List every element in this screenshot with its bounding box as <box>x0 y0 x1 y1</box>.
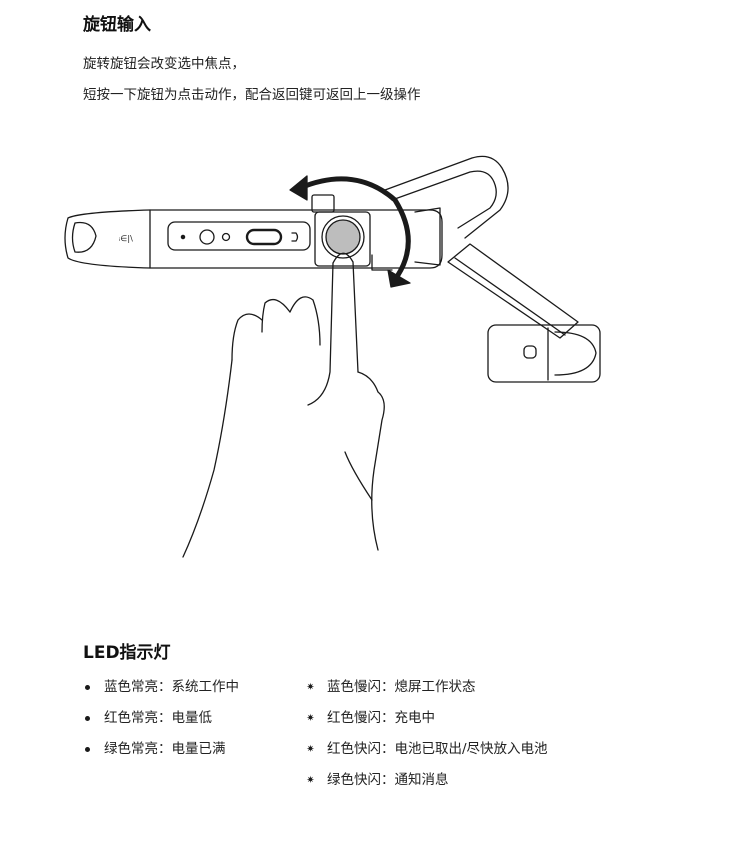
flash-burst-icon: ✷ <box>306 682 315 693</box>
led-status-text: 红色常亮：电量低 <box>104 710 212 726</box>
list-item: ✷ 蓝色慢闪：熄屏工作状态 <box>306 672 548 703</box>
bullet-dot-icon <box>85 685 90 690</box>
knob-usage-illustration: ᵢ∈|\ <box>64 155 601 558</box>
list-item: 蓝色常亮：系统工作中 <box>85 672 239 703</box>
led-steady-list: 蓝色常亮：系统工作中 红色常亮：电量低 绿色常亮：电量已满 <box>85 672 239 765</box>
led-section-title: LED指示灯 <box>83 643 171 663</box>
knob-section-title: 旋钮输入 <box>83 15 151 35</box>
bullet-dot-icon <box>85 716 90 721</box>
led-status-text: 绿色快闪：通知消息 <box>327 772 449 788</box>
flash-burst-icon: ✷ <box>306 713 315 724</box>
hand-pressing-knob-illustration <box>182 252 385 558</box>
led-status-text: 蓝色常亮：系统工作中 <box>104 679 239 695</box>
led-status-text: 红色慢闪：充电中 <box>327 710 435 726</box>
flash-burst-icon: ✷ <box>306 775 315 786</box>
svg-text:ᵢ∈|\: ᵢ∈|\ <box>119 234 133 243</box>
led-status-text: 红色快闪：电池已取出/尽快放入电池 <box>327 741 548 757</box>
led-status-text: 绿色常亮：电量已满 <box>104 741 226 757</box>
led-flash-list: ✷ 蓝色慢闪：熄屏工作状态 ✷ 红色慢闪：充电中 ✷ 红色快闪：电池已取出/尽快… <box>306 672 548 796</box>
headband-strap-illustration <box>384 155 509 239</box>
camera-module-illustration <box>447 243 601 383</box>
list-item: ✷ 绿色快闪：通知消息 <box>306 765 548 796</box>
rotation-arrow-icon <box>289 175 411 288</box>
flash-burst-icon: ✷ <box>306 744 315 755</box>
list-item: 绿色常亮：电量已满 <box>85 734 239 765</box>
list-item: ✷ 红色慢闪：充电中 <box>306 703 548 734</box>
list-item: ✷ 红色快闪：电池已取出/尽快放入电池 <box>306 734 548 765</box>
knob-rotate-description: 旋转旋钮会改变选中焦点， <box>83 56 245 72</box>
device-body-illustration: ᵢ∈|\ <box>64 194 443 271</box>
led-status-text: 蓝色慢闪：熄屏工作状态 <box>327 679 476 695</box>
knob-press-description: 短按一下旋钮为点击动作，配合返回键可返回上一级操作 <box>83 87 421 103</box>
list-item: 红色常亮：电量低 <box>85 703 239 734</box>
bullet-dot-icon <box>85 747 90 752</box>
